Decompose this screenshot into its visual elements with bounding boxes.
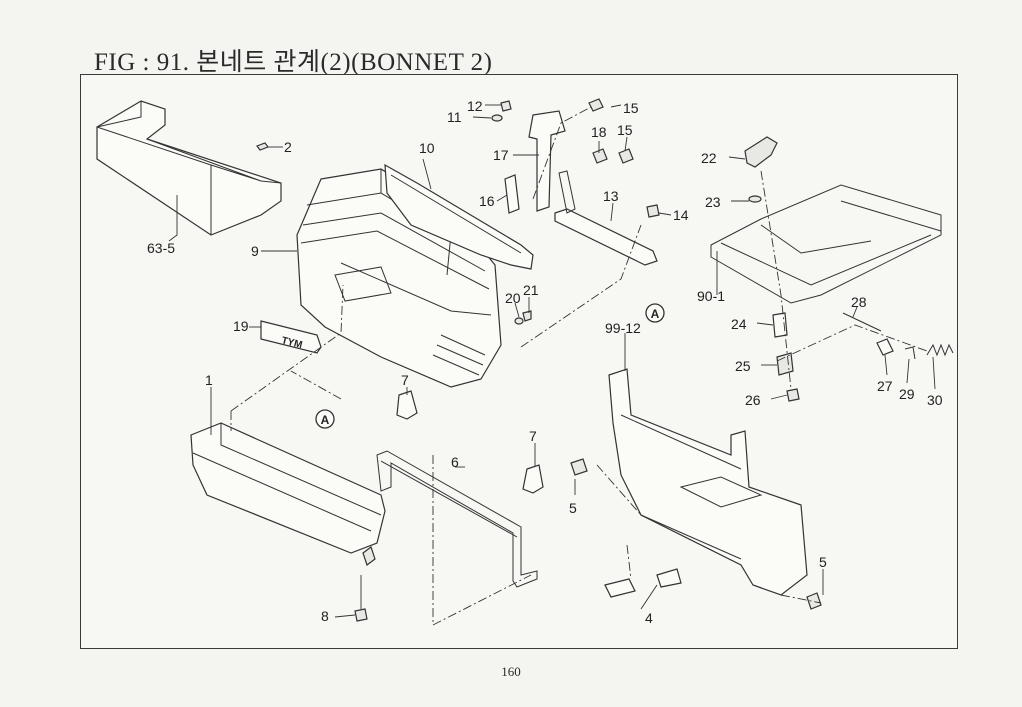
callout-25: 25 xyxy=(735,358,751,374)
part-30-spring xyxy=(926,343,954,357)
part-6-frame-bracket xyxy=(376,450,538,588)
part-11-washer xyxy=(491,114,503,122)
part-2-clip xyxy=(256,142,269,151)
part-23-washer xyxy=(748,195,762,203)
part-15-bolt-a xyxy=(588,98,604,112)
callout-23: 23 xyxy=(705,194,721,210)
callout-10: 10 xyxy=(419,140,435,156)
callout-21: 21 xyxy=(523,282,539,298)
callout-5-right: 5 xyxy=(819,554,827,570)
callout-29: 29 xyxy=(899,386,915,402)
part-63-5-cover xyxy=(96,100,282,236)
part-14-bolt xyxy=(646,204,660,218)
part-22-knob xyxy=(744,136,778,168)
callout-7-right: 7 xyxy=(529,428,537,444)
part-29-clip xyxy=(904,346,916,360)
part-7-bracket-b xyxy=(522,464,544,494)
callout-17: 17 xyxy=(493,147,509,163)
svg-text:A: A xyxy=(651,307,660,321)
callout-28: 28 xyxy=(851,294,867,310)
reference-marker-a-right: A xyxy=(645,303,665,323)
part-18-bolt xyxy=(592,148,608,164)
callout-30: 30 xyxy=(927,392,943,408)
callout-7-left: 7 xyxy=(401,372,409,388)
callout-5-left: 5 xyxy=(569,500,577,516)
part-24-spring xyxy=(772,312,788,338)
callout-1: 1 xyxy=(205,372,213,388)
callout-22: 22 xyxy=(701,150,717,166)
part-7-bracket-a xyxy=(396,390,418,420)
callout-27: 27 xyxy=(877,378,893,394)
part-90-1-bonnet xyxy=(710,184,942,304)
exploded-parts-diagram: TYM xyxy=(96,98,954,626)
callout-13: 13 xyxy=(603,188,619,204)
callout-18: 18 xyxy=(591,124,607,140)
callout-15-mid: 15 xyxy=(617,122,633,138)
callout-12: 12 xyxy=(467,98,483,114)
part-12-nut xyxy=(500,100,512,112)
callout-26: 26 xyxy=(745,392,761,408)
callout-9: 9 xyxy=(251,243,259,259)
callout-19: 19 xyxy=(233,318,249,334)
part-16-stay xyxy=(504,174,520,214)
part-13-stay-bar xyxy=(554,170,658,266)
emblem-text: TYM xyxy=(280,335,303,351)
diagram-frame: TYM xyxy=(80,74,958,649)
part-19-emblem: TYM xyxy=(260,320,322,354)
callout-63-5: 63-5 xyxy=(147,240,175,256)
part-26-nut xyxy=(786,388,800,402)
assembly-lines xyxy=(230,106,928,626)
part-28-rod xyxy=(842,312,882,332)
part-4-bracket xyxy=(604,568,682,598)
callout-99-12: 99-12 xyxy=(605,320,641,336)
part-1-lower-panel xyxy=(190,422,386,566)
part-8-bolt xyxy=(354,575,368,622)
part-20-washer xyxy=(514,317,524,325)
leader-lines xyxy=(168,104,936,618)
callout-2: 2 xyxy=(284,139,292,155)
part-5-bolt-a xyxy=(570,458,588,476)
callout-8: 8 xyxy=(321,608,329,624)
callout-20: 20 xyxy=(505,290,521,306)
part-5-bolt-b xyxy=(806,592,822,610)
callout-14: 14 xyxy=(673,207,689,223)
callout-15-top: 15 xyxy=(623,100,639,116)
part-25-bracket xyxy=(776,352,794,376)
part-27-plate xyxy=(876,338,894,356)
svg-text:A: A xyxy=(321,413,330,427)
part-21-nut xyxy=(522,310,532,322)
callout-6: 6 xyxy=(451,454,459,470)
page-number: 160 xyxy=(501,664,521,679)
callout-24: 24 xyxy=(731,316,747,332)
part-10-upper-panel xyxy=(384,163,534,270)
reference-marker-a-left: A xyxy=(315,409,335,429)
callout-16: 16 xyxy=(479,193,495,209)
page-title: FIG : 91. 본네트 관계(2)(BONNET 2) xyxy=(94,49,493,76)
callout-90-1: 90-1 xyxy=(697,288,725,304)
part-15-bolt-b xyxy=(618,148,634,164)
callout-4: 4 xyxy=(645,610,653,626)
part-99-12-frame xyxy=(608,368,808,596)
callout-11: 11 xyxy=(447,109,462,125)
